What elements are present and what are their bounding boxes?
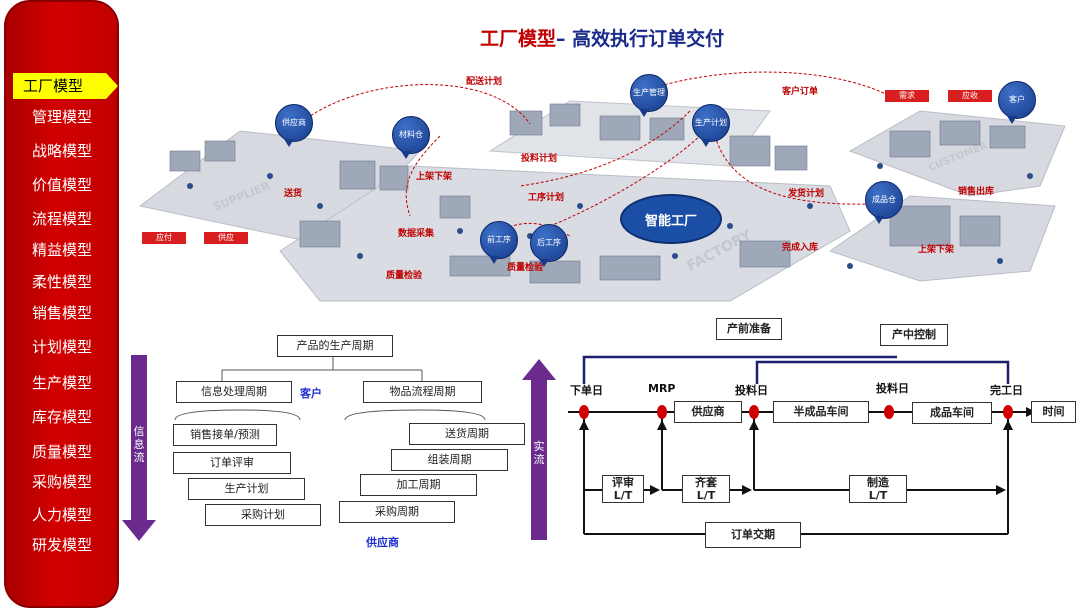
label-delivery-plan: 配送计划 — [466, 77, 503, 87]
factory-illustration: SUPPLIER FACTORY CUSTOMER — [130, 56, 1070, 306]
box-production-plan: 生产计划 — [188, 478, 305, 500]
bubble-production-management: 生产管理 — [630, 74, 668, 117]
box-purchase-plan: 采购计划 — [205, 504, 321, 526]
box-receivable: 应收 — [948, 90, 992, 102]
box-assembly-cycle: 组装周期 — [391, 449, 508, 471]
info-flow-label: 信息流 — [133, 425, 145, 464]
label-data-collect: 数据采集 — [398, 229, 435, 239]
tree-lines — [174, 356, 486, 421]
sidebar-item-sales-model[interactable]: 销售模型 — [31, 304, 92, 322]
label-ship-plan: 发货计划 — [788, 189, 825, 199]
bubble-supplier: 供应商 — [275, 104, 313, 147]
label-ship: 送货 — [284, 189, 303, 199]
box-product-cycle: 产品的生产周期 — [277, 335, 393, 357]
box-payable: 应付 — [142, 232, 186, 244]
box-info-cycle: 信息处理周期 — [176, 381, 292, 403]
bubble-front-process: 前工序 — [480, 221, 518, 264]
label-shelve-right: 上架下架 — [918, 245, 955, 255]
sidebar-item-management-model[interactable]: 管理模型 — [31, 108, 92, 126]
box-in-production: 产中控制 — [880, 324, 948, 346]
sidebar-panel — [4, 0, 119, 608]
box-kitting-lt: 齐套 L/T — [682, 475, 730, 503]
box-review-lt: 评审 L/T — [602, 475, 644, 503]
flow-arcs — [294, 71, 891, 237]
sidebar-item-purchase-model[interactable]: 采购模型 — [31, 473, 92, 491]
box-order-review: 订单评审 — [173, 452, 291, 474]
box-manufacture-lt: 制造 L/T — [849, 475, 907, 503]
sidebar-item-process-model[interactable]: 流程模型 — [31, 210, 92, 228]
label-finish-in: 完成入库 — [782, 243, 819, 253]
sidebar-nav: 工厂模型 管理模型 战略模型 价值模型 流程模型 精益模型 柔性模型 销售模型 … — [0, 0, 130, 608]
box-material-cycle: 物品流程周期 — [363, 381, 482, 403]
sidebar-item-factory-model[interactable]: 工厂模型 — [13, 73, 118, 99]
bubble-material-store: 材料仓 — [392, 116, 430, 159]
label-feed-plan: 投料计划 — [521, 154, 558, 164]
bubble-back-process: 后工序 — [530, 224, 568, 267]
material-flow-label: 实流 — [533, 440, 545, 466]
page-title-sub: – 高效执行订单交付 — [556, 28, 725, 50]
material-flow-arrow — [522, 359, 556, 540]
info-flow-arrow — [122, 355, 156, 541]
bubble-customer: 客户 — [998, 81, 1036, 124]
sidebar-item-lean-model[interactable]: 精益模型 — [31, 241, 92, 259]
point-feed-date-1: 投料日 — [735, 384, 768, 397]
label-customer: 客户 — [300, 387, 322, 400]
point-mrp: MRP — [648, 382, 676, 395]
label-process-plan: 工序计划 — [528, 193, 565, 203]
label-sales-out: 销售出库 — [958, 187, 995, 197]
sidebar-item-rd-model[interactable]: 研发模型 — [31, 536, 92, 554]
page-title: 工厂模型– 高效执行订单交付 — [480, 24, 724, 51]
bubble-finished-store: 成品仓 — [865, 181, 903, 224]
box-demand: 需求 — [885, 90, 929, 102]
label-quality-inspect-1: 质量检验 — [386, 271, 423, 281]
box-process-cycle: 加工周期 — [360, 474, 477, 496]
box-pre-production: 产前准备 — [716, 318, 782, 340]
box-supply: 供应 — [204, 232, 248, 244]
milestone-dots — [579, 405, 1013, 419]
sidebar-item-strategy-model[interactable]: 战略模型 — [31, 142, 92, 160]
smart-factory-core: 智能工厂 — [620, 194, 722, 244]
sidebar-item-flexible-model[interactable]: 柔性模型 — [31, 273, 92, 291]
sidebar-item-production-model[interactable]: 生产模型 — [31, 374, 92, 392]
workers — [187, 163, 1033, 269]
label-shelve-left: 上架下架 — [416, 172, 453, 182]
box-sales-order: 销售接单/预测 — [173, 424, 277, 446]
box-time: 时间 — [1031, 401, 1076, 423]
label-supplier: 供应商 — [366, 536, 399, 549]
timeline-lines — [568, 411, 1030, 535]
sidebar-item-value-model[interactable]: 价值模型 — [31, 176, 92, 194]
box-order-lead-time: 订单交期 — [705, 522, 801, 548]
box-supplier: 供应商 — [674, 401, 742, 423]
box-finished-workshop: 成品车间 — [912, 402, 992, 424]
sidebar-item-plan-model[interactable]: 计划模型 — [31, 338, 92, 356]
box-purchase-cycle: 采购周期 — [339, 501, 455, 523]
sidebar-item-inventory-model[interactable]: 库存模型 — [31, 408, 92, 426]
sidebar-item-quality-model[interactable]: 质量模型 — [31, 443, 92, 461]
bubble-production-plan: 生产计划 — [692, 104, 730, 147]
box-semi-finished-workshop: 半成品车间 — [773, 401, 869, 423]
page-title-main: 工厂模型 — [480, 28, 557, 50]
point-feed-date-2: 投料日 — [876, 382, 909, 395]
phase-brackets — [582, 355, 1010, 384]
label-quality-inspect-2: 质量检验 — [507, 263, 544, 273]
racks — [169, 103, 1026, 284]
sidebar-item-hr-model[interactable]: 人力模型 — [31, 506, 92, 524]
box-delivery-cycle: 送货周期 — [409, 423, 525, 445]
point-finish-date: 完工日 — [990, 384, 1023, 397]
point-order-date: 下单日 — [570, 384, 603, 397]
label-customer-order: 客户订单 — [782, 87, 819, 97]
